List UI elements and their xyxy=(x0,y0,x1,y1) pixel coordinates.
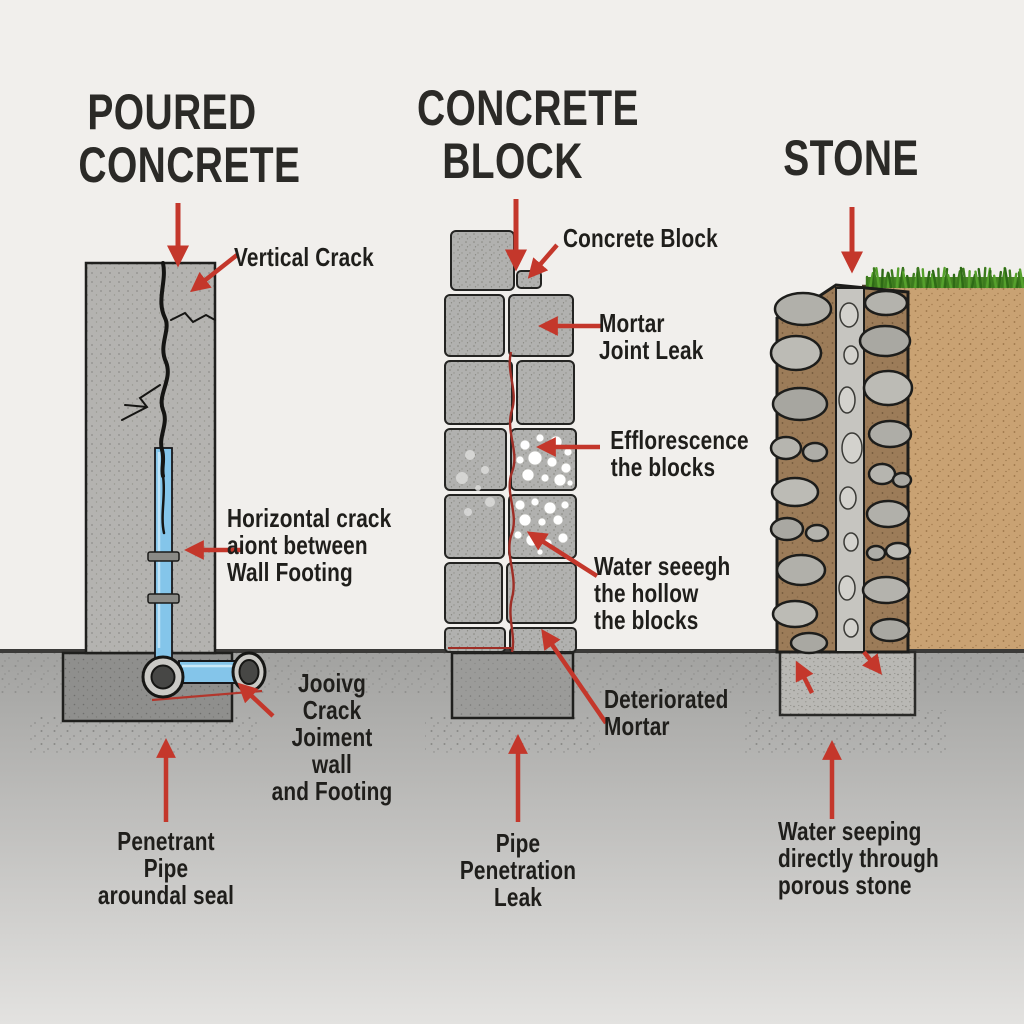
efflorescence-label: Efflorescence the blocks xyxy=(610,425,749,482)
vertical-crack-label: Vertical Crack xyxy=(234,242,374,272)
arrow-deteriorated-mortar xyxy=(541,628,608,725)
stone-title: STONE xyxy=(783,130,919,186)
arrow-vertical-crack xyxy=(190,253,239,293)
stone-footing xyxy=(778,650,917,717)
pipe-seal-label: Penetrant Pipe aroundal seal xyxy=(97,826,235,910)
concrete-block-label: Concrete Block xyxy=(563,223,718,253)
stones xyxy=(769,289,914,655)
deteriorated-mortar-label: Deteriorated Mortar xyxy=(604,684,729,741)
arrow-footing-up xyxy=(795,660,815,695)
seepage-channel xyxy=(835,287,865,653)
mortar-joint-label: Mortar Joint Leak xyxy=(599,308,704,365)
vertical-crack xyxy=(121,261,216,535)
stone-wall xyxy=(769,283,914,655)
grass-blades xyxy=(865,266,1024,289)
efflorescence-spots xyxy=(456,433,574,556)
arrow-footing-down xyxy=(862,650,883,675)
block-footing xyxy=(450,651,575,720)
drain-pipe xyxy=(141,651,267,702)
poured-concrete-title: POURED CONCRETE xyxy=(78,84,301,193)
horizontal-crack-label: Horizontal crack aiont between Wall Foot… xyxy=(227,503,392,587)
poured-wall xyxy=(84,261,217,655)
arrow-concrete-block xyxy=(527,243,559,279)
annotation-arrows xyxy=(156,199,883,822)
concrete-block-title: CONCRETE BLOCK xyxy=(416,80,639,189)
block-crack xyxy=(448,351,516,653)
water-seepage-label: Water seeegh the hollow the blocks xyxy=(594,551,731,635)
arrow-cove-joint xyxy=(237,682,275,718)
arrow-water-seepage xyxy=(526,531,599,578)
pipe-couplings xyxy=(147,551,180,604)
water-seeping-label: Water seeping directly through porous st… xyxy=(778,816,939,900)
cove-joint-label: Jooivg Crack Joiment wall and Footing xyxy=(271,668,393,806)
pipe-penetration-label: Pipe Penetration Leak xyxy=(459,828,577,912)
grass xyxy=(865,266,1024,289)
